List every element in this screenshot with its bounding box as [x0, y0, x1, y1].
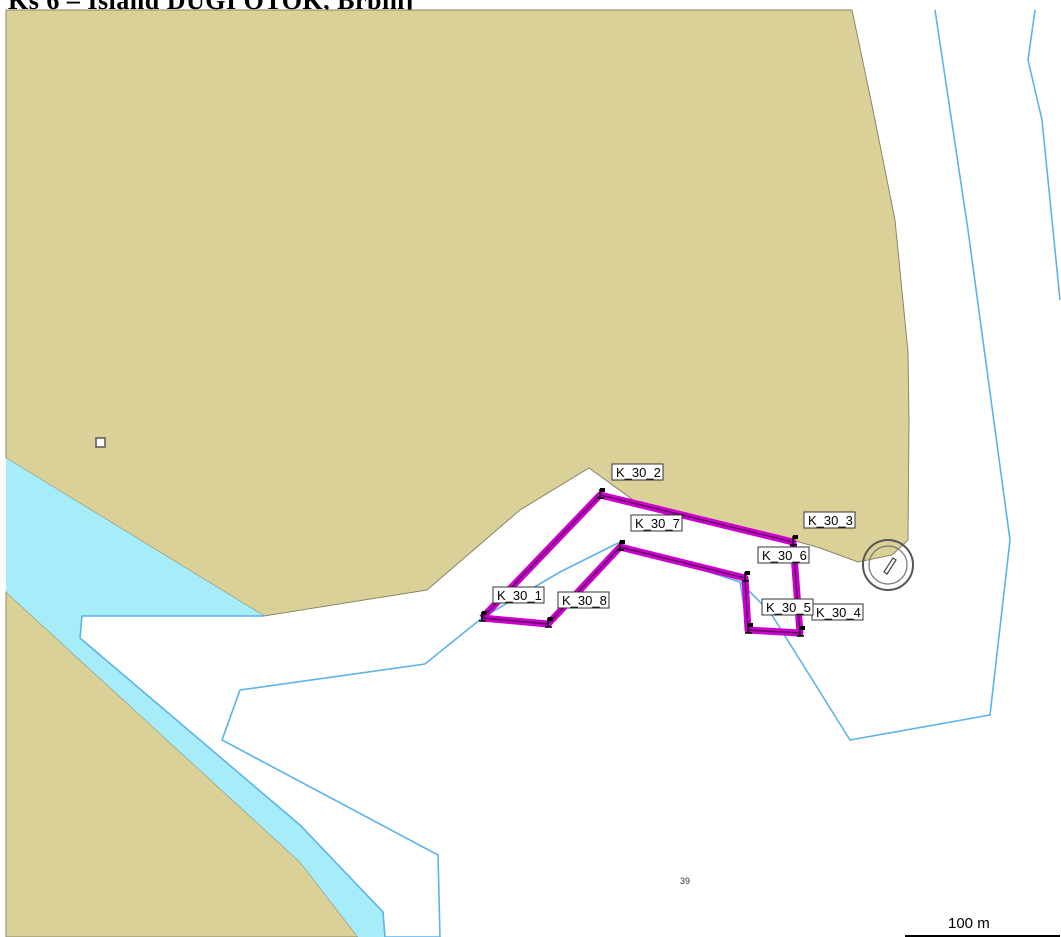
- point-label: K_30_1: [497, 588, 542, 603]
- depth-value: 39: [680, 876, 690, 886]
- point-flag-icon[interactable]: [797, 626, 805, 637]
- point-label-box: [757, 546, 810, 564]
- scale-bar: 100 m: [905, 915, 1060, 937]
- point-label: K_30_2: [616, 465, 661, 480]
- point-labels: K_30_1K_30_2K_30_3K_30_4K_30_5K_30_6K_30…: [479, 463, 864, 637]
- point-flag-icon[interactable]: [617, 540, 625, 551]
- land-southwest: [5, 590, 359, 937]
- point-label-box: [492, 586, 545, 604]
- point-label-box: [557, 591, 610, 609]
- point-label: K_30_7: [635, 516, 680, 531]
- point-label: K_30_8: [562, 593, 607, 608]
- point-label: K_30_5: [766, 600, 811, 615]
- point-label: K_30_6: [762, 548, 807, 563]
- point-label-box: [803, 511, 856, 529]
- point-flag-icon[interactable]: [745, 623, 753, 634]
- compass-icon: [862, 539, 914, 591]
- point-label: K_30_4: [816, 605, 861, 620]
- point-flag-icon[interactable]: [479, 611, 487, 622]
- point-label-box: [761, 598, 814, 616]
- point-flag-icon[interactable]: [742, 571, 750, 582]
- land-main: [5, 9, 910, 617]
- point-flag-icon[interactable]: [790, 535, 798, 546]
- point-label-box: [630, 514, 683, 532]
- depth-contour-inner: [481, 9, 1011, 741]
- depth-contour-left: [79, 615, 386, 937]
- point-flag-icon[interactable]: [597, 488, 605, 499]
- depth-contour-basin: [221, 617, 483, 937]
- point-label-box: [611, 463, 664, 481]
- scale-bar-label: 100 m: [948, 915, 990, 932]
- point-label: K_30_3: [808, 513, 853, 528]
- square-marker-icon: [95, 437, 106, 448]
- depth-contour-east: [1027, 9, 1061, 301]
- point-flag-icon[interactable]: [545, 617, 553, 628]
